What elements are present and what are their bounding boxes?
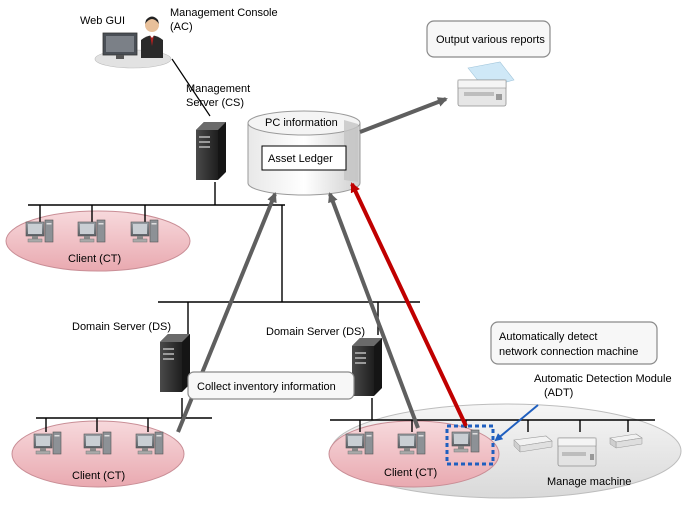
network-device-icon bbox=[609, 433, 643, 449]
client-label-top: Client (CT) bbox=[68, 253, 121, 265]
printer-icon bbox=[457, 61, 515, 107]
network-device-icon bbox=[513, 435, 553, 453]
client-group-top: Client (CT) bbox=[25, 219, 159, 265]
asset-ledger-box bbox=[261, 145, 347, 171]
domain-server-left: Domain Server (DS) bbox=[72, 321, 190, 392]
adt-label-line2: (ADT) bbox=[544, 387, 573, 399]
management-server-label: Management bbox=[186, 83, 250, 95]
asset-ledger-label: Asset Ledger bbox=[268, 153, 333, 165]
adt-label-line1: Automatic Detection Module bbox=[534, 373, 672, 385]
client-label-bottom-right: Client (CT) bbox=[384, 467, 437, 479]
domain-server-left-label: Domain Server (DS) bbox=[72, 321, 171, 333]
domain-server-right: Domain Server (DS) bbox=[266, 326, 382, 396]
printer-icon bbox=[557, 437, 597, 467]
auto-detect-callout: Automatically detect network connection … bbox=[490, 321, 658, 365]
adt-label: Automatic Detection Module (ADT) bbox=[534, 373, 672, 399]
client-label-bottom-left: Client (CT) bbox=[72, 470, 125, 482]
auto-detect-label-line2: network connection machine bbox=[499, 346, 638, 358]
server-tower-icon bbox=[352, 338, 382, 396]
arrow-adt-detect bbox=[494, 404, 539, 442]
web-gui-label: Web GUI bbox=[80, 15, 125, 27]
output-reports-callout: Output various reports bbox=[426, 20, 551, 58]
collect-inventory-label: Collect inventory information bbox=[197, 381, 336, 393]
management-console-label: Management Console bbox=[170, 7, 278, 19]
client-group-bottom-right: Client (CT) bbox=[345, 429, 480, 479]
management-console-code: (AC) bbox=[170, 21, 193, 33]
client-group-bottom-left: Client (CT) bbox=[33, 431, 164, 482]
pc-information-database: PC information Asset Ledger bbox=[247, 110, 361, 196]
management-server-code: Server (CS) bbox=[186, 97, 244, 109]
auto-detect-label-line1: Automatically detect bbox=[499, 331, 597, 343]
person-at-computer-icon bbox=[102, 16, 163, 59]
arrow-adt-to-ledger bbox=[350, 182, 468, 427]
managed-machines: Manage machine bbox=[513, 433, 643, 488]
server-tower-icon bbox=[160, 334, 190, 392]
collect-inventory-callout: Collect inventory information bbox=[187, 371, 355, 400]
domain-server-right-label: Domain Server (DS) bbox=[266, 326, 365, 338]
output-reports-label: Output various reports bbox=[436, 34, 545, 46]
arrow-to-reports bbox=[359, 97, 448, 134]
management-console: Web GUI Management Console (AC) bbox=[80, 7, 278, 69]
arrow-client-right-to-ledger bbox=[328, 192, 420, 429]
manage-machine-label: Manage machine bbox=[547, 476, 631, 488]
pc-information-label: PC information bbox=[265, 117, 338, 129]
management-server: Management Server (CS) bbox=[186, 83, 250, 180]
server-tower-icon bbox=[196, 122, 226, 180]
adt-highlight-box bbox=[445, 424, 495, 466]
